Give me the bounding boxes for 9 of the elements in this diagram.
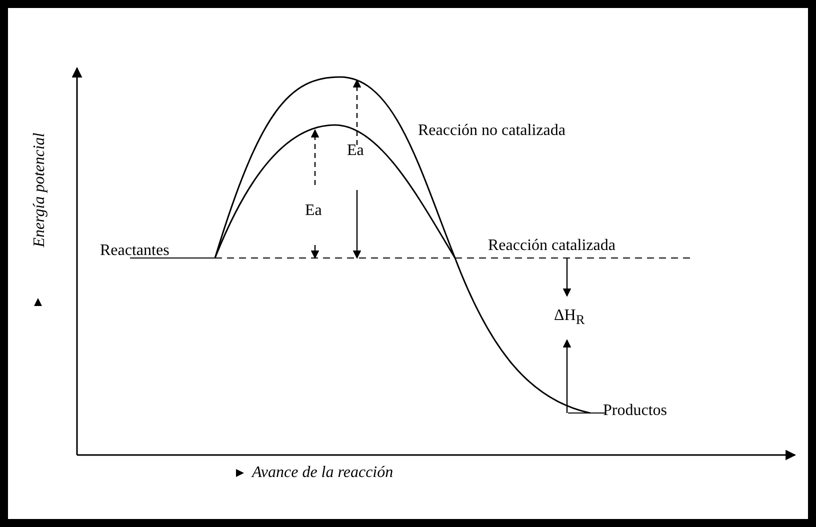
curve-label: Reactantes	[100, 243, 170, 259]
energy-label: ΔH$_{R}$	[554, 308, 585, 327]
energy-label: Ea	[305, 203, 322, 219]
curve-label: Reacción catalizada	[488, 238, 616, 254]
axis-label: Avance de la reacción	[252, 465, 394, 481]
curve-label: Productos	[603, 403, 667, 419]
axis-label: Energía potencial	[32, 132, 48, 248]
curve-label: Reacción no catalizada	[418, 123, 566, 139]
energy-label: Ea	[347, 143, 364, 159]
